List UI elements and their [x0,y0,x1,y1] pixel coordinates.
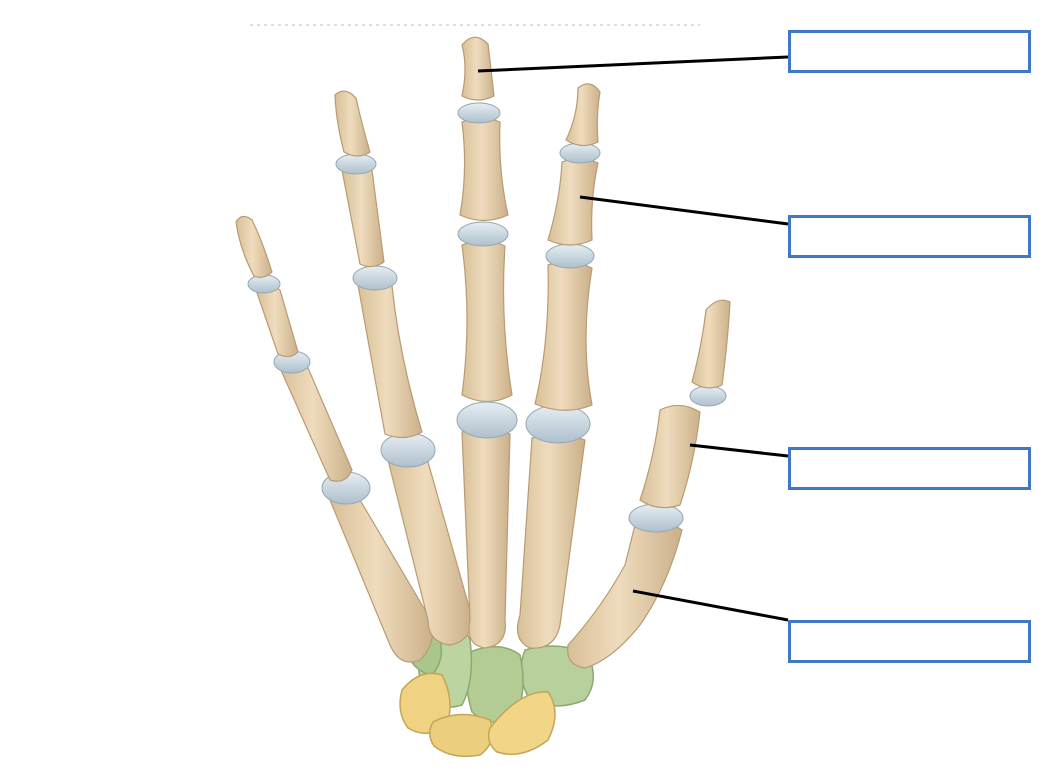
joint-cap [559,142,601,164]
middle-phalanx-2 [547,158,599,246]
distal-phalanx-1 [691,299,731,389]
joint-cap [628,503,684,533]
label-box-2[interactable] [788,215,1031,258]
label-box-3[interactable] [788,447,1031,490]
joint-cap [456,401,518,439]
middle-phalanx-5 [255,285,299,358]
metacarpals [329,427,683,669]
metacarpal-2 [517,433,586,649]
thumb-phalanges [639,299,731,509]
joint-cap [525,404,591,444]
middle-phalanx-4 [341,165,385,268]
leader-line-3 [689,443,789,458]
leader-line-2 [579,195,789,226]
label-box-1[interactable] [788,30,1031,73]
distal-phalanx-3 [461,36,495,101]
metacarpal-3 [461,427,511,649]
leader-line-4 [632,589,789,622]
leader-line-1 [477,55,789,73]
metacarpal-1-thumb [567,520,683,669]
joint-cap [380,432,436,468]
joint-cap [457,221,509,247]
little-finger-phalanges [235,215,353,482]
proximal-carpal-row [399,672,556,758]
lunate [429,713,494,758]
joint-cap [247,274,281,294]
joint-cap [457,102,501,124]
label-box-4[interactable] [788,620,1031,663]
distal-phalanx-4 [334,90,371,157]
leader-lines [477,55,789,622]
joint-cap [352,265,398,291]
distal-phalanx-2 [565,83,601,147]
proximal-phalanx-1 [639,404,701,509]
joint-cap [689,385,727,407]
middle-phalanx-3 [459,117,509,222]
proximal-phalanx-3 [461,240,513,403]
distal-phalanx-5 [235,215,273,278]
scaphoid [487,691,556,755]
proximal-phalanx-4 [357,280,423,439]
index-finger-phalanges [534,83,601,411]
proximal-phalanx-5 [279,362,353,482]
ring-finger-phalanges [334,90,423,439]
joint-cap [545,243,595,269]
middle-finger-phalanges [457,36,513,403]
proximal-phalanx-2 [534,261,593,411]
joint-cap [335,153,377,175]
